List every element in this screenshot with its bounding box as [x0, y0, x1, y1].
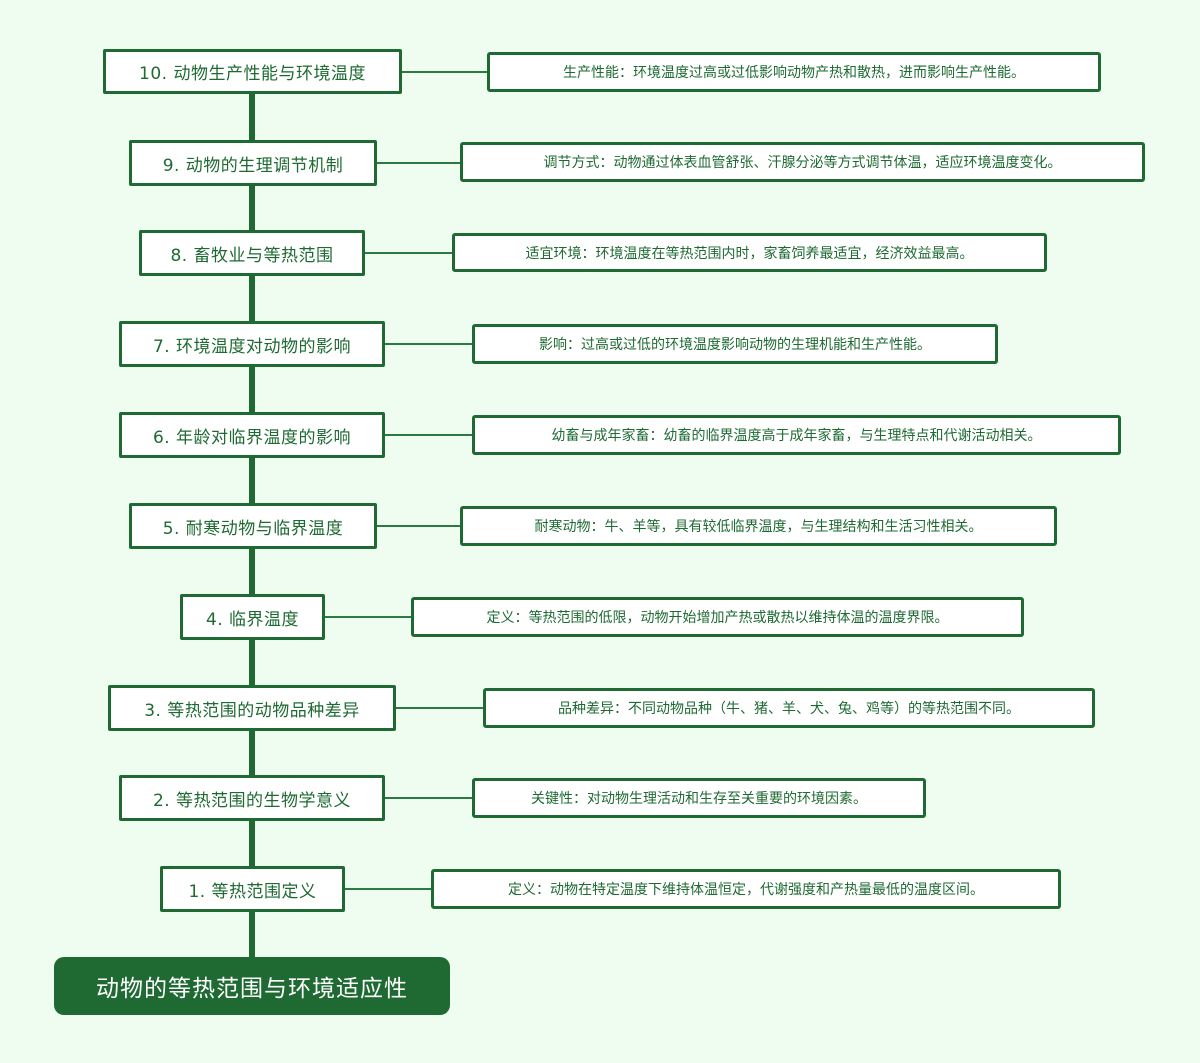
detail-text: 关键性：对动物生理活动和生存至关重要的环境因素。 — [531, 791, 867, 807]
detail-node-6[interactable]: 幼畜与成年家畜：幼畜的临界温度高于成年家畜，与生理特点和代谢活动相关。 — [472, 415, 1121, 455]
detail-text: 定义：等热范围的低限，动物开始增加产热或散热以维持体温的温度界限。 — [486, 610, 949, 626]
topic-label: 3. 等热范围的动物品种差异 — [144, 700, 360, 721]
detail-text: 品种差异：不同动物品种（牛、猪、羊、犬、兔、鸡等）的等热范围不同。 — [558, 701, 1020, 717]
topic-label: 6. 年龄对临界温度的影响 — [152, 427, 352, 448]
topic-label: 10. 动物生产性能与环境温度 — [139, 64, 366, 84]
detail-node-1[interactable]: 定义：动物在特定温度下维持体温恒定，代谢强度和产热量最低的温度区间。 — [431, 869, 1061, 909]
detail-text: 调节方式：动物通过体表血管舒张、汗腺分泌等方式调节体温，适应环境温度变化。 — [543, 155, 1062, 171]
detail-text: 适宜环境：环境温度在等热范围内时，家畜饲养最适宜，经济效益最高。 — [525, 245, 974, 262]
detail-node-7[interactable]: 影响：过高或过低的环境温度影响动物的生理机能和生产性能。 — [472, 324, 998, 364]
topic-node-8[interactable]: 8. 畜牧业与等热范围 — [139, 230, 365, 276]
detail-text: 生产性能：环境温度过高或过低影响动物产热和散热，进而影响生产性能。 — [563, 65, 1025, 81]
topic-label: 9. 动物的生理调节机制 — [162, 155, 344, 176]
topic-link-4 — [325, 616, 412, 618]
topic-link-6 — [385, 434, 473, 436]
detail-node-2[interactable]: 关键性：对动物生理活动和生存至关重要的环境因素。 — [472, 778, 926, 818]
topic-node-9[interactable]: 9. 动物的生理调节机制 — [129, 140, 377, 186]
topic-link-7 — [385, 343, 473, 345]
topic-node-5[interactable]: 5. 耐寒动物与临界温度 — [129, 503, 377, 549]
topic-link-3 — [396, 707, 484, 709]
topic-link-2 — [385, 797, 473, 799]
detail-text: 幼畜与成年家畜：幼畜的临界温度高于成年家畜，与生理特点和代谢活动相关。 — [551, 428, 1042, 444]
detail-node-3[interactable]: 品种差异：不同动物品种（牛、猪、羊、犬、兔、鸡等）的等热范围不同。 — [483, 688, 1095, 728]
detail-text: 影响：过高或过低的环境温度影响动物的生理机能和生产性能。 — [539, 337, 931, 353]
topic-node-2[interactable]: 2. 等热范围的生物学意义 — [119, 775, 385, 821]
topic-node-10[interactable]: 10. 动物生产性能与环境温度 — [103, 49, 402, 94]
topic-link-5 — [377, 525, 461, 527]
topic-link-10 — [402, 71, 488, 73]
topic-link-9 — [377, 162, 461, 164]
topic-link-1 — [345, 888, 432, 890]
topic-label: 5. 耐寒动物与临界温度 — [162, 518, 344, 539]
detail-node-9[interactable]: 调节方式：动物通过体表血管舒张、汗腺分泌等方式调节体温，适应环境温度变化。 — [460, 142, 1145, 182]
topic-label: 7. 环境温度对动物的影响 — [152, 336, 352, 357]
detail-node-4[interactable]: 定义：等热范围的低限，动物开始增加产热或散热以维持体温的温度界限。 — [411, 597, 1024, 637]
root-topic-label: 动物的等热范围与环境适应性 — [96, 976, 408, 1002]
detail-node-10[interactable]: 生产性能：环境温度过高或过低影响动物产热和散热，进而影响生产性能。 — [487, 52, 1101, 92]
detail-node-5[interactable]: 耐寒动物：牛、羊等，具有较低临界温度，与生理结构和生活习性相关。 — [460, 506, 1057, 546]
topic-node-1[interactable]: 1. 等热范围定义 — [160, 866, 345, 912]
topic-node-3[interactable]: 3. 等热范围的动物品种差异 — [108, 685, 396, 731]
topic-node-4[interactable]: 4. 临界温度 — [180, 594, 325, 640]
detail-text: 耐寒动物：牛、羊等，具有较低临界温度，与生理结构和生活习性相关。 — [534, 519, 983, 535]
topic-label: 8. 畜牧业与等热范围 — [170, 245, 334, 266]
topic-link-8 — [365, 252, 453, 254]
topic-node-7[interactable]: 7. 环境温度对动物的影响 — [119, 321, 385, 367]
topic-label: 2. 等热范围的生物学意义 — [152, 790, 352, 811]
topic-label: 4. 临界温度 — [205, 609, 300, 630]
topic-node-6[interactable]: 6. 年龄对临界温度的影响 — [119, 412, 385, 458]
topic-label: 1. 等热范围定义 — [188, 881, 317, 902]
detail-node-8[interactable]: 适宜环境：环境温度在等热范围内时，家畜饲养最适宜，经济效益最高。 — [452, 233, 1047, 272]
detail-text: 定义：动物在特定温度下维持体温恒定，代谢强度和产热量最低的温度区间。 — [508, 882, 984, 898]
root-topic-node[interactable]: 动物的等热范围与环境适应性 — [54, 957, 450, 1015]
